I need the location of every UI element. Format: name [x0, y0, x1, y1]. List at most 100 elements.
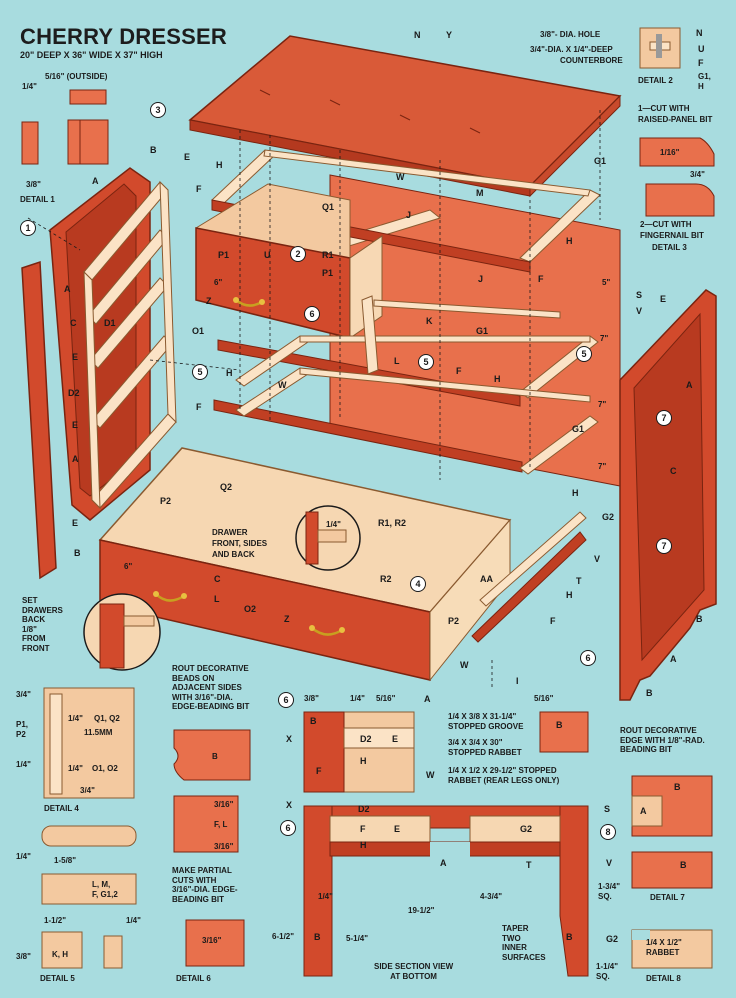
detail-1-label: DETAIL 1 [20, 195, 55, 204]
part-G1-mid: G1 [476, 326, 489, 336]
note-rout-beads: ROUT DECORATIVE BEADS ON ADJACENT SIDES … [172, 664, 250, 711]
part-W-section: W [426, 770, 435, 780]
part-D2: D2 [68, 388, 80, 398]
part-P2-a: P2 [160, 496, 172, 506]
callout-4: 4 [410, 576, 426, 592]
detail-6-drawing [173, 729, 251, 967]
callout-6-a: 6 [304, 306, 320, 322]
part-H-bottom: H [360, 840, 367, 850]
part-O1: O1 [192, 326, 205, 336]
s-five-sixteenths-b: 5/16" [534, 694, 554, 703]
detail-4-label: DETAIL 4 [44, 804, 79, 813]
part-A-d1: A [92, 176, 99, 186]
part-O2: O2 [244, 604, 257, 614]
note-counterbore-2: COUNTERBORE [560, 56, 623, 65]
callout-8: 8 [600, 824, 616, 840]
detail-3-label: DETAIL 3 [652, 243, 687, 252]
part-F-guide: F [550, 616, 556, 626]
part-R1R2: R1, R2 [378, 518, 407, 528]
note-set-drawers: SET DRAWERS BACK 1/8" FROM FRONT [22, 596, 63, 653]
detail-2-label: DETAIL 2 [638, 76, 673, 85]
part-F-section: F [316, 766, 322, 776]
d6-fl: F, L [214, 820, 228, 829]
detail-5-drawing [41, 825, 137, 969]
note-counterbore-1: 3/4"-DIA. X 1/4"-DEEP [530, 45, 613, 54]
d4-quarter-b: 1/4" [16, 760, 31, 769]
left-side-assembly [21, 167, 177, 580]
part-A-left-b: A [72, 454, 79, 464]
part-F-left: F [196, 402, 202, 412]
part-E-bottom-section: E [394, 824, 401, 834]
note-hole: 3/8"- DIA. HOLE [540, 30, 601, 39]
dim-six-b: 6" [124, 562, 133, 571]
part-W-top: W [396, 172, 405, 182]
part-C-right: C [670, 466, 677, 476]
part-P1-b: P1 [322, 268, 334, 278]
dim-five: 5" [602, 278, 611, 287]
s-quarter: 1/4" [350, 694, 365, 703]
part-J-mid: J [478, 274, 484, 284]
part-R1: R1 [322, 250, 334, 260]
part-A-d7: A [640, 806, 647, 816]
page-title: CHERRY DRESSER [20, 24, 227, 49]
d5-kh: K, H [52, 950, 68, 959]
part-Z-low: Z [284, 614, 290, 624]
drawer-guide [471, 511, 587, 643]
part-G2: G2 [602, 512, 615, 522]
part-A-right-low: A [670, 654, 677, 664]
part-E-right: E [660, 294, 667, 304]
detail-4-drawing [43, 687, 135, 799]
part-R2: R2 [380, 574, 392, 584]
callout-2: 2 [290, 246, 306, 262]
part-C-drawer: C [214, 574, 221, 584]
s-five: 5-1/4" [346, 934, 369, 943]
d5-three-eighths: 3/8" [16, 952, 31, 961]
part-V-right: V [636, 306, 643, 316]
dim-seven-b: 7" [598, 400, 607, 409]
part-B-d7b: B [680, 860, 687, 870]
s-one-quarter: 1-1/4" SQ. [596, 962, 619, 981]
s-five-sixteenths: 5/16" [376, 694, 396, 703]
dim-quarter-drawer: 1/4" [326, 520, 341, 529]
callout-6-d: 6 [280, 820, 296, 836]
d4-quarter-c: 1/4" [68, 764, 83, 773]
d4-mm: 11.5MM [84, 728, 113, 737]
part-L: L [394, 356, 400, 366]
part-B-bottom: B [74, 548, 81, 558]
note-rabbet-2: STOPPED RABBET [448, 748, 522, 757]
s-quarter-b: 1/4" [318, 892, 333, 901]
s-one-three-quarter: 1-3/4" SQ. [598, 882, 621, 901]
part-B-right-low: B [646, 688, 653, 698]
part-C-left: C [70, 318, 77, 328]
part-J-top: J [406, 210, 412, 220]
note-finger-1: 2—CUT WITH [640, 220, 692, 229]
section-bottom-view [303, 805, 589, 977]
d6-sixteenth-c: 3/16" [202, 936, 222, 945]
note-drawer-front-1: DRAWER [212, 528, 248, 537]
part-Z-top: Z [206, 296, 212, 306]
d4-three-quarter-bot: 3/4" [80, 786, 95, 795]
part-Q1: Q1 [322, 202, 335, 212]
part-B-section-right: B [556, 720, 563, 730]
detail-7-label: DETAIL 7 [650, 893, 685, 902]
part-T-bottom: T [526, 860, 532, 870]
note-raised-1: 1—CUT WITH [638, 104, 690, 113]
right-side-assembly [619, 289, 717, 701]
detail-3-drawing [639, 137, 715, 217]
part-A-section: A [424, 694, 431, 704]
part-K: K [426, 316, 433, 326]
part-P2-b: P2 [448, 616, 460, 626]
d5-quarter-b: 1/4" [126, 916, 141, 925]
part-D2-section: D2 [360, 734, 372, 744]
callout-5-b: 5 [576, 346, 592, 362]
d1-three-eighths: 3/8" [26, 180, 41, 189]
note-rabbet-3: 1/4 X 1/2 X 29-1/2" STOPPED [448, 766, 557, 775]
part-A-right: A [686, 380, 693, 390]
part-L-drawer: L [214, 594, 220, 604]
note-partial-cuts: MAKE PARTIAL CUTS WITH 3/16"-DIA. EDGE- … [172, 866, 238, 904]
d4-quarter: 1/4" [68, 714, 83, 723]
page-subtitle: 20" DEEP X 36" WIDE X 37" HIGH [20, 50, 163, 60]
lower-drawer [98, 447, 512, 682]
d6-sixteenth-a: 3/16" [214, 800, 234, 809]
part-G2-d8: G2 [606, 934, 619, 944]
